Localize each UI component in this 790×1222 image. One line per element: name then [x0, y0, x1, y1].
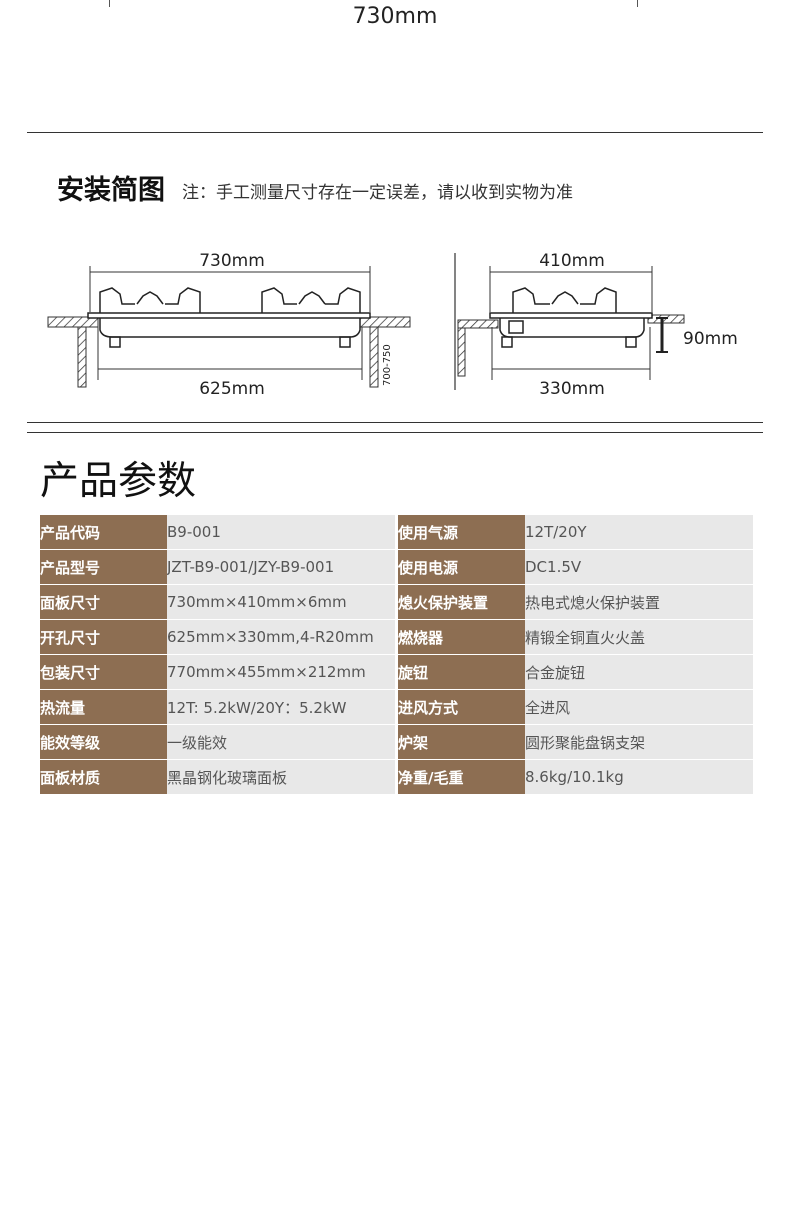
dimension-tick-right [637, 0, 638, 7]
front-view: 730mm 625mm 700-750 [47, 251, 411, 399]
param-value: 8.6kg/10.1kg [525, 759, 753, 795]
param-label: 产品型号 [40, 549, 167, 585]
param-label: 使用气源 [398, 515, 525, 550]
install-diagram-title: 安装简图 [57, 175, 165, 206]
param-value: B9-001 [167, 515, 395, 550]
param-value: 730mm×410mm×6mm [167, 584, 395, 620]
table-row: 产品型号 JZT-B9-001/JZY-B9-001 使用电源 DC1.5V [40, 549, 753, 585]
param-label: 面板尺寸 [40, 584, 167, 620]
param-value: DC1.5V [525, 549, 753, 585]
param-label: 能效等级 [40, 724, 167, 760]
divider-top [27, 132, 763, 133]
param-label: 熄火保护装置 [398, 584, 525, 620]
table-row: 面板尺寸 730mm×410mm×6mm 熄火保护装置 热电式熄火保护装置 [40, 584, 753, 620]
param-label: 开孔尺寸 [40, 619, 167, 655]
param-value: 770mm×455mm×212mm [167, 654, 395, 690]
divider-middle-2 [27, 432, 763, 433]
param-value: 黑晶钢化玻璃面板 [167, 759, 395, 795]
param-label: 使用电源 [398, 549, 525, 585]
divider-middle-1 [27, 422, 763, 423]
param-value: 12T: 5.2kW/20Y：5.2kW [167, 689, 395, 725]
param-value: 全进风 [525, 689, 753, 725]
param-value: 合金旋钮 [525, 654, 753, 690]
param-value: 精锻全铜直火火盖 [525, 619, 753, 655]
param-value: 热电式熄火保护装置 [525, 584, 753, 620]
param-value: JZT-B9-001/JZY-B9-001 [167, 549, 395, 585]
param-value: 12T/20Y [525, 515, 753, 550]
params-title: 产品参数 [40, 459, 197, 504]
install-note: 注：手工测量尺寸存在一定误差，请以收到实物为准 [182, 183, 573, 203]
table-row: 热流量 12T: 5.2kW/20Y：5.2kW 进风方式 全进风 [40, 689, 753, 725]
param-label: 热流量 [40, 689, 167, 725]
installation-diagram: 730mm 625mm 700-750 410mm [47, 251, 738, 399]
param-value: 圆形聚能盘锅支架 [525, 724, 753, 760]
param-label: 进风方式 [398, 689, 525, 725]
param-label: 包装尺寸 [40, 654, 167, 690]
param-label: 炉架 [398, 724, 525, 760]
side-right-dimension: 90mm [683, 329, 738, 349]
table-row: 能效等级 一级能效 炉架 圆形聚能盘锅支架 [40, 724, 753, 760]
param-label: 燃烧器 [398, 619, 525, 655]
front-bottom-dimension: 625mm [199, 379, 265, 399]
params-table: 产品代码 B9-001 使用气源 12T/20Y 产品型号 JZT-B9-001… [40, 515, 753, 795]
param-label: 净重/毛重 [398, 759, 525, 795]
front-top-dimension: 730mm [199, 251, 265, 271]
param-label: 产品代码 [40, 515, 167, 550]
param-label: 旋钮 [398, 654, 525, 690]
dimension-tick-left [109, 0, 110, 7]
table-row: 包装尺寸 770mm×455mm×212mm 旋钮 合金旋钮 [40, 654, 753, 690]
table-row: 开孔尺寸 625mm×330mm,4-R20mm 燃烧器 精锻全铜直火火盖 [40, 619, 753, 655]
param-label: 面板材质 [40, 759, 167, 795]
side-view: 410mm 90mm 330mm [454, 251, 738, 399]
side-bottom-dimension: 330mm [539, 379, 605, 399]
top-dimension-label: 730mm [352, 4, 438, 29]
param-value: 625mm×330mm,4-R20mm [167, 619, 395, 655]
table-row: 面板材质 黑晶钢化玻璃面板 净重/毛重 8.6kg/10.1kg [40, 759, 753, 795]
param-value: 一级能效 [167, 724, 395, 760]
side-top-dimension: 410mm [539, 251, 605, 271]
table-row: 产品代码 B9-001 使用气源 12T/20Y [40, 515, 753, 550]
front-side-dimension: 700-750 [382, 344, 393, 386]
